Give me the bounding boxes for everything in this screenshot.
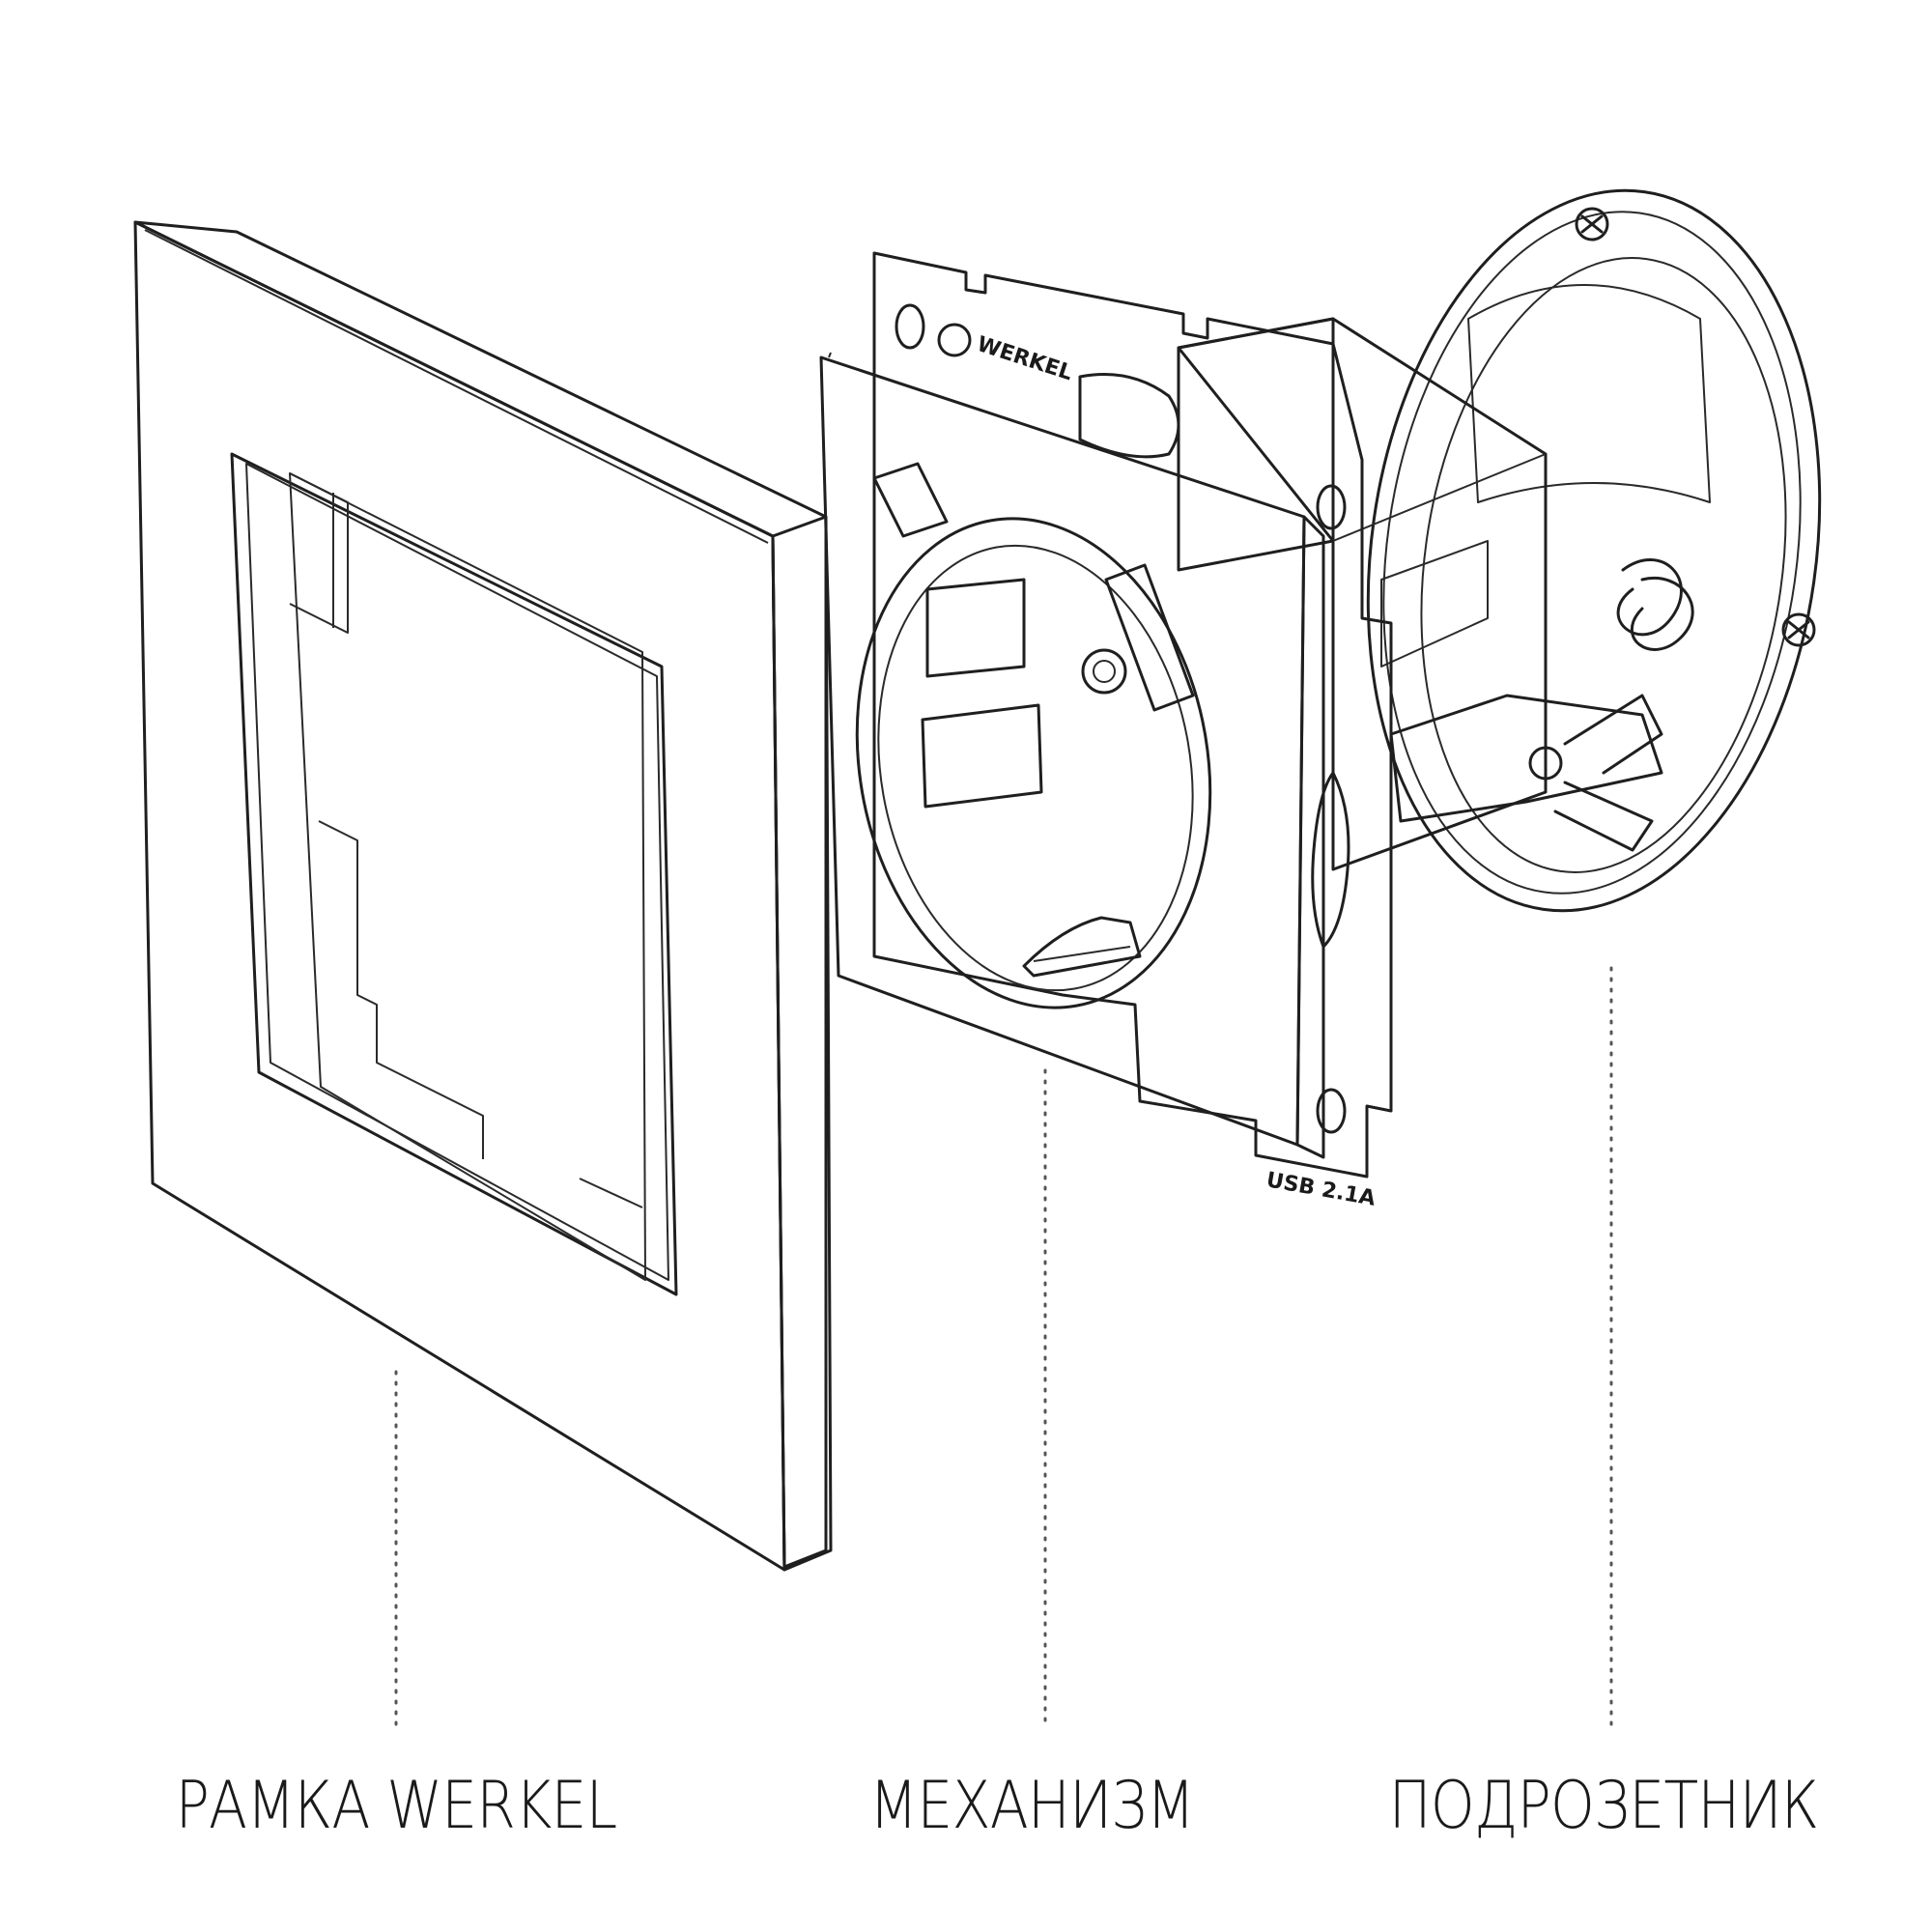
back-box xyxy=(1366,188,1822,913)
usb-port-right xyxy=(1104,563,1195,712)
screw-top xyxy=(1575,207,1609,242)
usb-port-left xyxy=(872,462,949,538)
label-frame: РАМКА WERKEL xyxy=(175,1768,618,1844)
mounting-plate: WERKEL USB 2.1A xyxy=(872,251,1393,1211)
mechanism-body xyxy=(1177,317,1663,871)
mechanism-faceplate xyxy=(819,352,1325,1159)
label-back-box: ПОДРОЗЕТНИК xyxy=(1388,1768,1820,1844)
werkel-logo-icon xyxy=(937,323,972,357)
plate-brand-text: WERKEL xyxy=(974,332,1075,385)
frame xyxy=(133,220,833,1572)
screw-right xyxy=(1781,612,1816,647)
label-mechanism: МЕХАНИЗМ xyxy=(868,1768,1195,1844)
